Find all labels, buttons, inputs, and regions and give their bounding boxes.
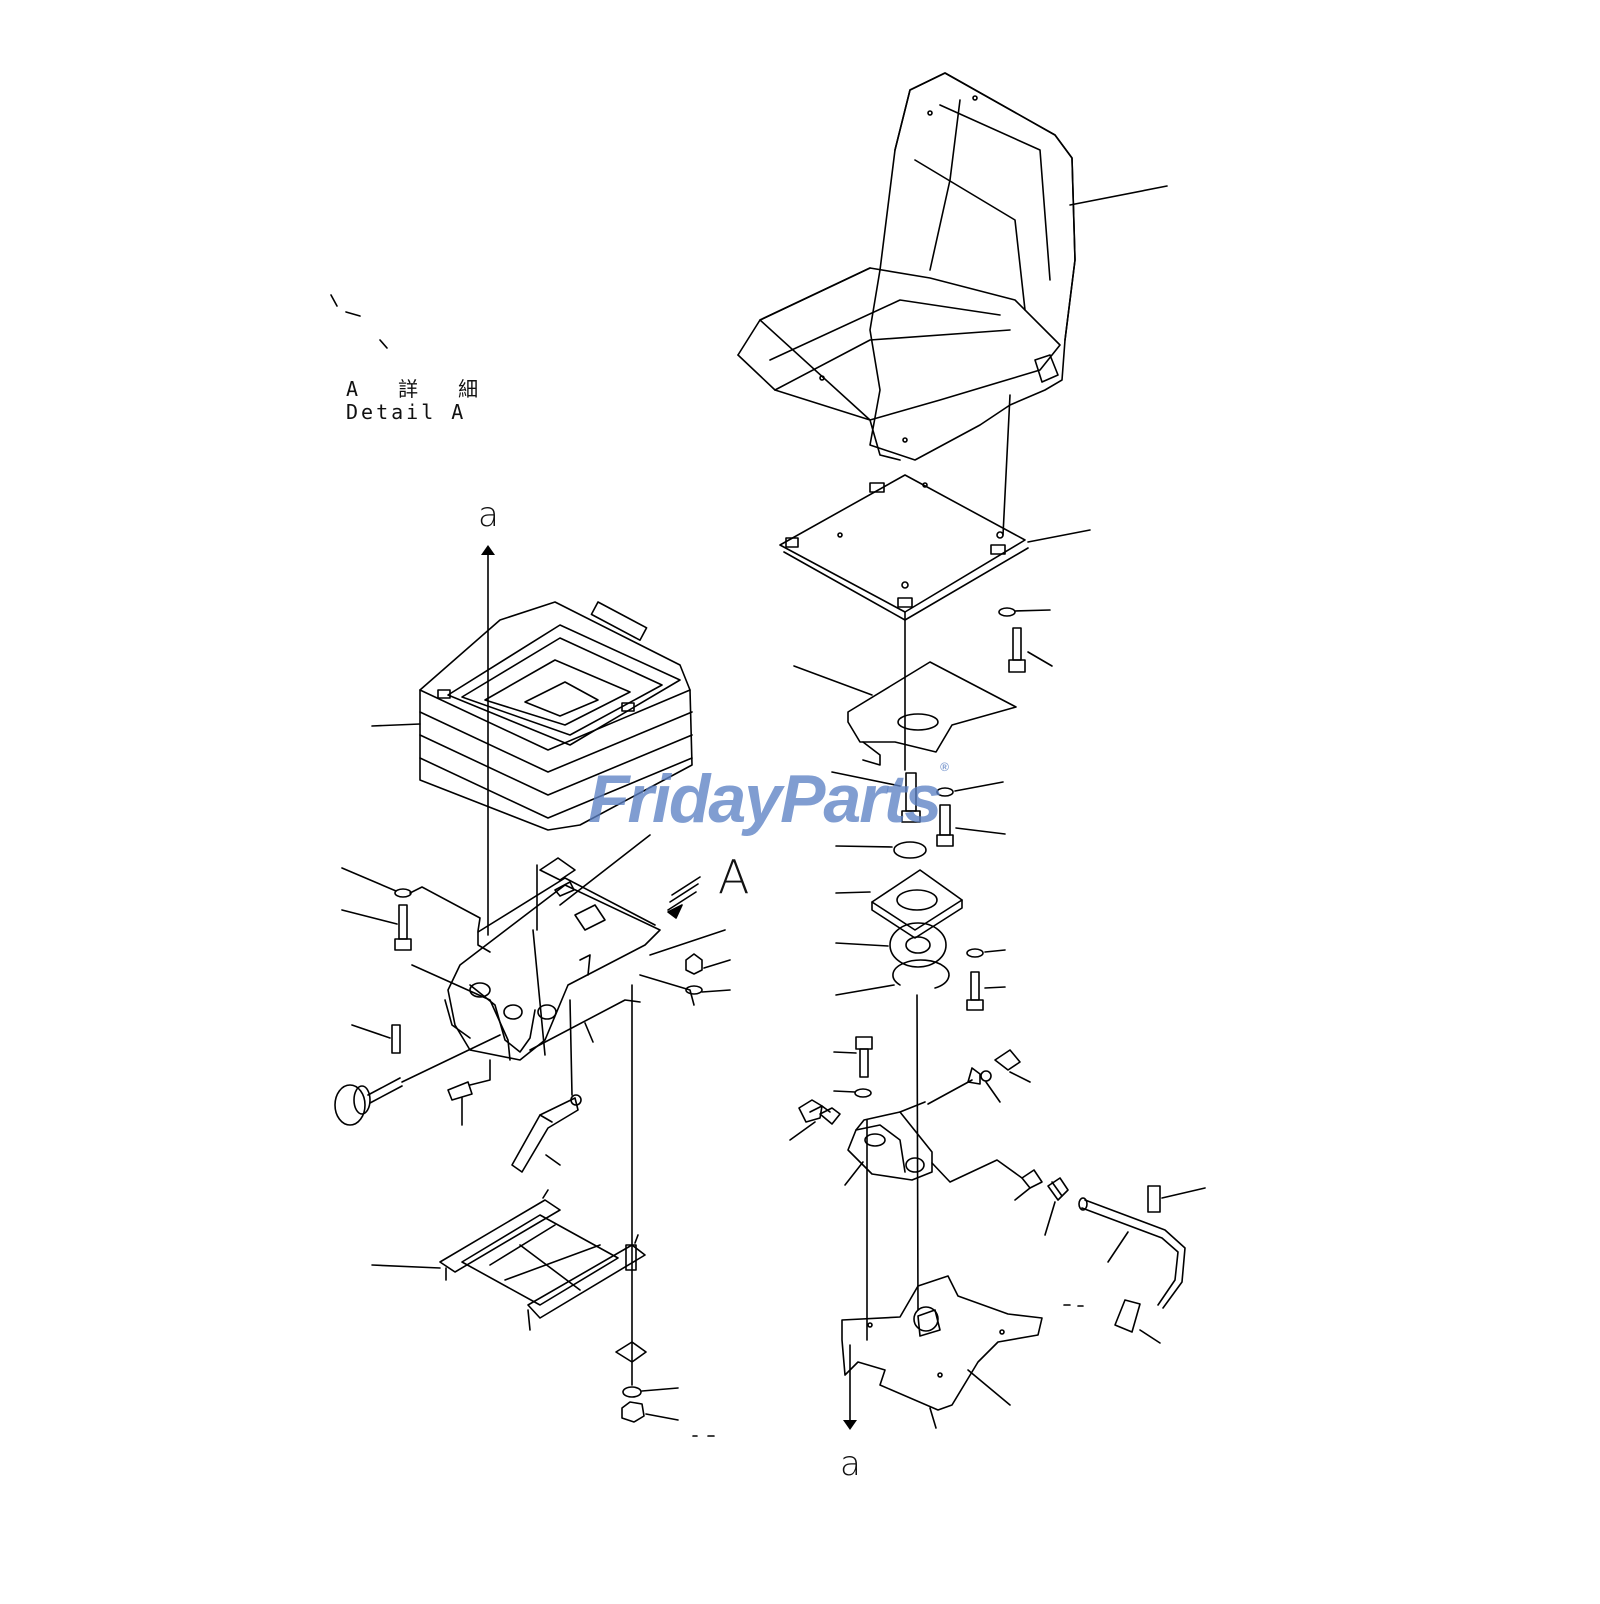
bearing bbox=[835, 922, 947, 968]
fitting bbox=[927, 1067, 1001, 1105]
pin bbox=[351, 1024, 401, 1054]
view-arrow-a bbox=[667, 876, 701, 919]
hinge bbox=[844, 1101, 933, 1186]
lever bbox=[1078, 1197, 1186, 1309]
washer bbox=[639, 974, 731, 1006]
spring bbox=[1044, 1177, 1069, 1236]
base-plate bbox=[841, 994, 1043, 1430]
washer bbox=[622, 1386, 679, 1398]
nut bbox=[621, 1401, 679, 1423]
bolt bbox=[833, 1036, 873, 1078]
nut bbox=[615, 1341, 647, 1363]
washer bbox=[341, 867, 481, 932]
nut bbox=[819, 1107, 841, 1125]
detail-heading-japanese: A 詳 細 bbox=[346, 377, 493, 401]
seat-mounting-plate bbox=[779, 394, 1091, 771]
nut bbox=[789, 1099, 831, 1141]
bolt bbox=[831, 771, 921, 823]
cover-tab bbox=[590, 601, 648, 641]
swivel-bracket bbox=[793, 661, 1017, 766]
bolt bbox=[1008, 627, 1053, 673]
bellows-cover bbox=[371, 601, 693, 831]
detail-heading-english: Detail A bbox=[346, 400, 467, 424]
washer bbox=[936, 781, 1004, 797]
slide-rail bbox=[371, 1189, 646, 1331]
seat-lever bbox=[1034, 354, 1059, 383]
reference-mark-a-top: a bbox=[478, 495, 499, 535]
dash-marks bbox=[692, 1304, 1084, 1437]
watermark-text: FridayParts bbox=[588, 761, 942, 837]
snap-ring bbox=[835, 959, 950, 996]
operator-seat bbox=[737, 72, 1168, 461]
knob bbox=[1114, 1299, 1161, 1344]
detail-a-ticks bbox=[330, 294, 388, 349]
cap bbox=[835, 841, 927, 859]
pin bbox=[625, 1244, 637, 1271]
flange bbox=[835, 869, 963, 939]
washer bbox=[998, 607, 1051, 617]
leader bbox=[649, 929, 726, 956]
reference-mark-a-bottom: a bbox=[840, 1444, 861, 1484]
washer bbox=[833, 1088, 872, 1098]
fitting bbox=[931, 1159, 1043, 1201]
bolt bbox=[936, 804, 1006, 847]
grip bbox=[1147, 1185, 1206, 1213]
bolt bbox=[966, 971, 1006, 1011]
washer bbox=[966, 948, 1006, 958]
nut bbox=[685, 953, 731, 975]
fitting bbox=[994, 1049, 1031, 1083]
watermark-logo: FridayParts® bbox=[588, 760, 949, 838]
damper bbox=[511, 999, 582, 1173]
knob bbox=[334, 1034, 501, 1126]
suspension bbox=[411, 834, 661, 1061]
registered-mark: ® bbox=[940, 760, 949, 774]
view-arrow-label: A bbox=[718, 850, 750, 904]
plate-bracket bbox=[869, 482, 885, 493]
pin bbox=[447, 1059, 491, 1126]
bolt bbox=[341, 904, 412, 951]
